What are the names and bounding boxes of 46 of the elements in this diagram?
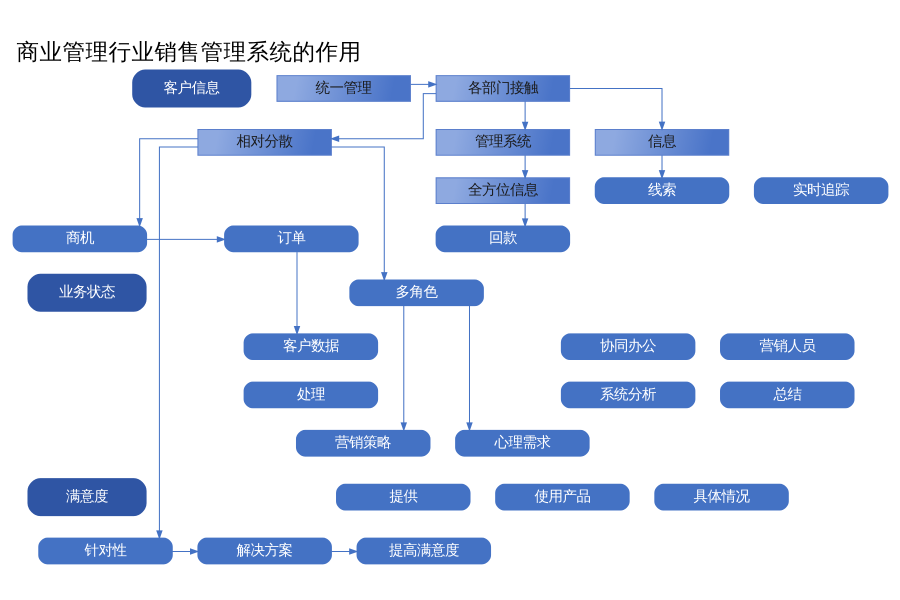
- arrow: [466, 305, 472, 432]
- node-box: 系统分析: [560, 381, 695, 408]
- node-box: 各部门接触: [435, 74, 570, 102]
- node-box: 多角色: [348, 278, 484, 306]
- node-box: 处理: [243, 381, 378, 408]
- arrow: [521, 155, 528, 179]
- node-box: 具体情况: [654, 483, 788, 510]
- diagram-title: 商业管理行业销售管理系统的作用: [16, 38, 362, 65]
- arrow: [331, 548, 358, 554]
- node-box: 心理需求: [454, 429, 590, 456]
- node-box: 总结: [720, 381, 854, 408]
- arrow: [293, 252, 300, 335]
- arrow: [172, 548, 199, 554]
- arrow: [136, 138, 198, 227]
- node-box: 协同办公: [560, 332, 695, 360]
- node-box: 客户数据: [243, 332, 378, 360]
- node-box: 提高满意度: [356, 537, 491, 564]
- arrow: [569, 87, 665, 130]
- node-box: 使用产品: [494, 483, 630, 510]
- node-box: 提供: [336, 483, 470, 510]
- arrow: [146, 236, 226, 242]
- arrow: [400, 305, 407, 432]
- node-box: 回款: [435, 225, 570, 252]
- arrow: [521, 203, 528, 228]
- node-box: 统一管理: [276, 74, 410, 102]
- node-box: 营销策略: [295, 429, 430, 456]
- arrow: [410, 80, 437, 88]
- node-box: 商机: [12, 225, 147, 252]
- node-box: 相对分散: [196, 128, 332, 156]
- arrow: [329, 92, 436, 142]
- node-box: 针对性: [38, 537, 172, 564]
- node-box: 实时追踪: [753, 176, 888, 204]
- arrow: [521, 101, 528, 130]
- node-box: 线索: [594, 176, 729, 204]
- arrow: [156, 146, 198, 540]
- node-box: 全方位信息: [435, 176, 570, 204]
- node-box: 营销人员: [720, 332, 854, 360]
- node-box: 订单: [224, 225, 358, 252]
- arrow: [330, 146, 388, 281]
- node-box: 客户信息: [132, 68, 251, 107]
- node-box: 解决方案: [196, 537, 332, 564]
- node-box: 满意度: [26, 478, 146, 516]
- node-box: 信息: [594, 128, 729, 156]
- node-box: 业务状态: [26, 273, 146, 312]
- arrow: [658, 155, 665, 179]
- node-box: 管理系统: [435, 128, 570, 156]
